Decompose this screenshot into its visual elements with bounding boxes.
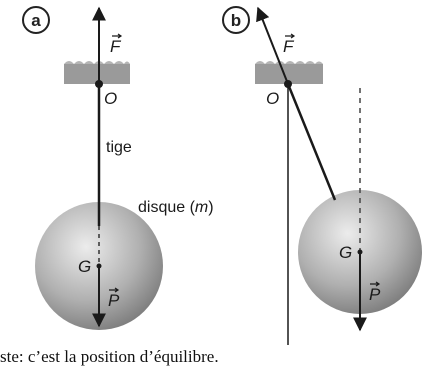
rod-label: tige [106, 139, 132, 156]
center-label-b: G [339, 243, 352, 262]
panel-b: b F O G P [222, 6, 422, 345]
force-f-label-a: F [110, 33, 123, 56]
center-label-a: G [78, 257, 91, 276]
center-point-a [96, 263, 102, 269]
svg-text:F: F [283, 37, 295, 56]
weight-p-label-a: P [108, 287, 120, 310]
force-f-arrow-b [256, 6, 289, 85]
pivot-label-b: O [266, 89, 279, 108]
support-block-a [64, 61, 130, 84]
rod-b [286, 83, 337, 201]
weight-p-label-b: P [369, 281, 381, 304]
force-f-label-b: F [283, 33, 296, 56]
panel-b-badge: b [222, 6, 250, 34]
svg-text:P: P [369, 285, 381, 304]
panel-a-badge: a [22, 6, 50, 34]
panel-a: a F O tige disque (m) G P [22, 6, 214, 330]
pivot-label-a: O [104, 89, 117, 108]
panel-b-id: b [231, 11, 241, 30]
center-point-b [357, 249, 363, 255]
support-block-b [255, 61, 323, 84]
svg-text:P: P [108, 291, 120, 310]
svg-text:F: F [110, 37, 122, 56]
disk-label: disque (m) [138, 199, 214, 216]
caption-text: ste: c’est la position d’équilibre. [0, 347, 219, 366]
pivot-point-b [284, 80, 292, 88]
panel-a-id: a [31, 11, 41, 30]
pivot-point-a [95, 80, 103, 88]
